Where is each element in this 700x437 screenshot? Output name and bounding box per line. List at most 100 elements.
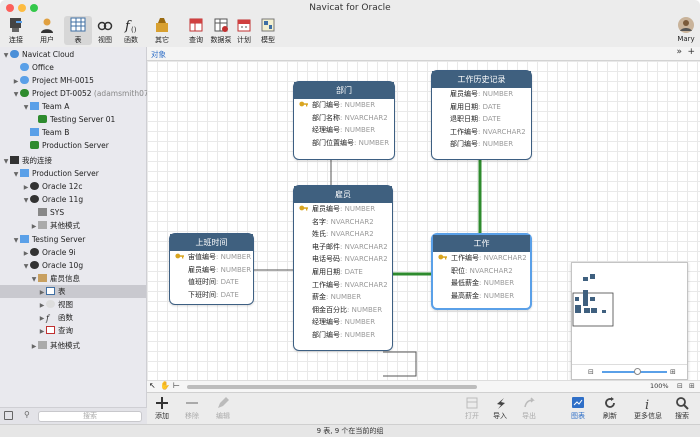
collapse-triangle-icon[interactable]: ▼	[13, 237, 19, 244]
entity-field[interactable]: 值班时间: DATE	[170, 276, 253, 289]
add-button[interactable]: 添加	[147, 395, 177, 421]
entity-field[interactable]: 部门编号: NUMBER	[294, 329, 392, 342]
model-button[interactable]: 模型	[254, 16, 282, 45]
tree-employee-info[interactable]: ▼雇员信息	[30, 272, 80, 285]
chart-button[interactable]: 图表	[563, 395, 593, 421]
refresh-button[interactable]: 刷新	[595, 395, 625, 421]
entity-field[interactable]: 宙值编号: NUMBER	[170, 251, 253, 264]
export-button[interactable]: 导出	[514, 395, 544, 421]
connect-button[interactable]: 连接	[2, 16, 30, 45]
close-window-button[interactable]	[6, 4, 14, 12]
collapse-triangle-icon[interactable]: ▼	[31, 276, 37, 283]
query-button[interactable]: 查询	[182, 16, 210, 45]
tree-my-connections[interactable]: ▼我的连接	[2, 154, 52, 167]
collapse-triangle-icon[interactable]: ▼	[13, 171, 19, 178]
tree-other-schemas-2[interactable]: ▶其他模式	[30, 339, 80, 352]
entity-field[interactable]: 部门名称: NVARCHAR2	[294, 112, 394, 125]
expand-triangle-icon[interactable]: ▶	[39, 315, 45, 322]
collapse-triangle-icon[interactable]: ▼	[3, 158, 9, 165]
entity-field[interactable]: 工作编号: NVARCHAR2	[432, 126, 531, 139]
minimize-window-button[interactable]	[18, 4, 26, 12]
tree-queries[interactable]: ▶查询	[38, 324, 73, 337]
open-button[interactable]: 打开	[457, 395, 487, 421]
entity-field[interactable]: 经理编号: NUMBER	[294, 316, 392, 329]
entity-field[interactable]: 经理编号: NUMBER	[294, 124, 394, 137]
others-button[interactable]: 其它	[147, 16, 177, 45]
zoom-slider-knob[interactable]	[634, 368, 641, 375]
tree-sys[interactable]: SYS	[38, 206, 64, 219]
add-tab-icon[interactable]: +	[687, 47, 695, 57]
collapse-triangle-icon[interactable]: ▼	[3, 52, 9, 59]
tree-oracle-10g[interactable]: ▼Oracle 10g	[22, 259, 83, 272]
sidebar-search-input[interactable]: 搜索	[38, 411, 142, 422]
view-button[interactable]: 视图	[91, 16, 119, 45]
filter-icon[interactable]: ⚲	[24, 410, 30, 419]
entity-field[interactable]: 部门编号: NUMBER	[432, 138, 531, 151]
collapse-triangle-icon[interactable]: ▼	[23, 104, 29, 111]
tree-navicat-cloud[interactable]: ▼Navicat Cloud	[2, 48, 74, 61]
user-button[interactable]: 用户	[32, 16, 62, 45]
tree-team-a[interactable]: ▼Team A	[22, 100, 69, 113]
function-button[interactable]: f() 函数	[117, 16, 145, 45]
collapse-triangle-icon[interactable]: ▼	[23, 263, 29, 270]
zoom-in-icon[interactable]: ⊞	[670, 368, 676, 376]
collapse-triangle-icon[interactable]: ▼	[13, 91, 19, 98]
entity-field[interactable]: 雇员编号: NUMBER	[294, 203, 392, 216]
datapump-button[interactable]: 数据泵	[206, 16, 236, 45]
tree-office[interactable]: Office	[12, 61, 54, 74]
tab-objects[interactable]: 对象	[151, 50, 166, 59]
expand-triangle-icon[interactable]: ▶	[31, 343, 37, 350]
zoom-window-button[interactable]	[30, 4, 38, 12]
tree-team-b[interactable]: Team B	[22, 126, 69, 139]
expand-triangle-icon[interactable]: ▶	[31, 223, 37, 230]
collapse-triangle-icon[interactable]: ▼	[23, 197, 29, 204]
entity-field[interactable]: 薪金: NUMBER	[294, 291, 392, 304]
scroll-thumb[interactable]	[187, 385, 477, 389]
tree-production-server[interactable]: ▼Production Server	[12, 167, 99, 180]
entity-field[interactable]: 雇用日期: DATE	[294, 266, 392, 279]
entity-field[interactable]: 雇员编号: NUMBER	[170, 264, 253, 277]
zoom-out-icon[interactable]: ⊟	[677, 382, 683, 390]
edit-button[interactable]: 编辑	[208, 395, 238, 421]
zoom-out-icon[interactable]: ⊟	[588, 368, 594, 376]
fast-forward-icon[interactable]: »	[676, 47, 682, 57]
more-info-button[interactable]: i 更多信息	[631, 395, 665, 421]
entity-field[interactable]: 雇用日期: DATE	[432, 101, 531, 114]
entity-field[interactable]: 下班时间: DATE	[170, 289, 253, 302]
entity-field[interactable]: 部门编号: NUMBER	[294, 99, 394, 112]
account-button[interactable]: Mary	[672, 16, 700, 43]
tree-oracle-9i[interactable]: ▶Oracle 9i	[22, 246, 76, 259]
remove-button[interactable]: 移除	[177, 395, 207, 421]
tree-testing-server-01[interactable]: Testing Server 01	[38, 113, 115, 126]
import-button[interactable]: 导入	[485, 395, 515, 421]
search-button[interactable]: 搜索	[667, 395, 697, 421]
entity-field[interactable]: 部门位置编号: NUMBER	[294, 137, 394, 150]
tree-production-server-cloud[interactable]: Production Server	[30, 139, 109, 152]
entity-field[interactable]: 佣金百分比: NUMBER	[294, 304, 392, 317]
schedule-button[interactable]: 计划	[230, 16, 258, 45]
entity-field[interactable]: 姓氏: NVARCHAR2	[294, 228, 392, 241]
tree-views[interactable]: ▶视图	[38, 298, 73, 311]
horizontal-scrollbar[interactable]: ↖ ✋ ⊢ 100% ⊟ ⊞	[147, 380, 700, 392]
minimap-panel[interactable]: ⊟ ⊞	[571, 262, 688, 380]
tree-testing-server[interactable]: ▼Testing Server	[12, 233, 85, 246]
expand-triangle-icon[interactable]: ▶	[39, 302, 45, 309]
tree-project-mh[interactable]: ▶Project MH-0015	[12, 74, 94, 87]
line-tool-icon[interactable]: ⊢	[173, 381, 180, 390]
entity-field[interactable]: 最高薪金: NUMBER	[433, 290, 530, 303]
entity-field[interactable]: 电子邮件: NVARCHAR2	[294, 241, 392, 254]
entity-field[interactable]: 电话号码: NVARCHAR2	[294, 253, 392, 266]
pointer-tool-icon[interactable]: ↖	[149, 381, 156, 390]
entity-field[interactable]: 雇员编号: NUMBER	[432, 88, 531, 101]
expand-triangle-icon[interactable]: ▶	[23, 184, 29, 191]
tree-other-schemas-1[interactable]: ▶其他模式	[30, 219, 80, 232]
expand-triangle-icon[interactable]: ▶	[23, 250, 29, 257]
expand-triangle-icon[interactable]: ▶	[39, 289, 45, 296]
expand-triangle-icon[interactable]: ▶	[13, 78, 19, 85]
